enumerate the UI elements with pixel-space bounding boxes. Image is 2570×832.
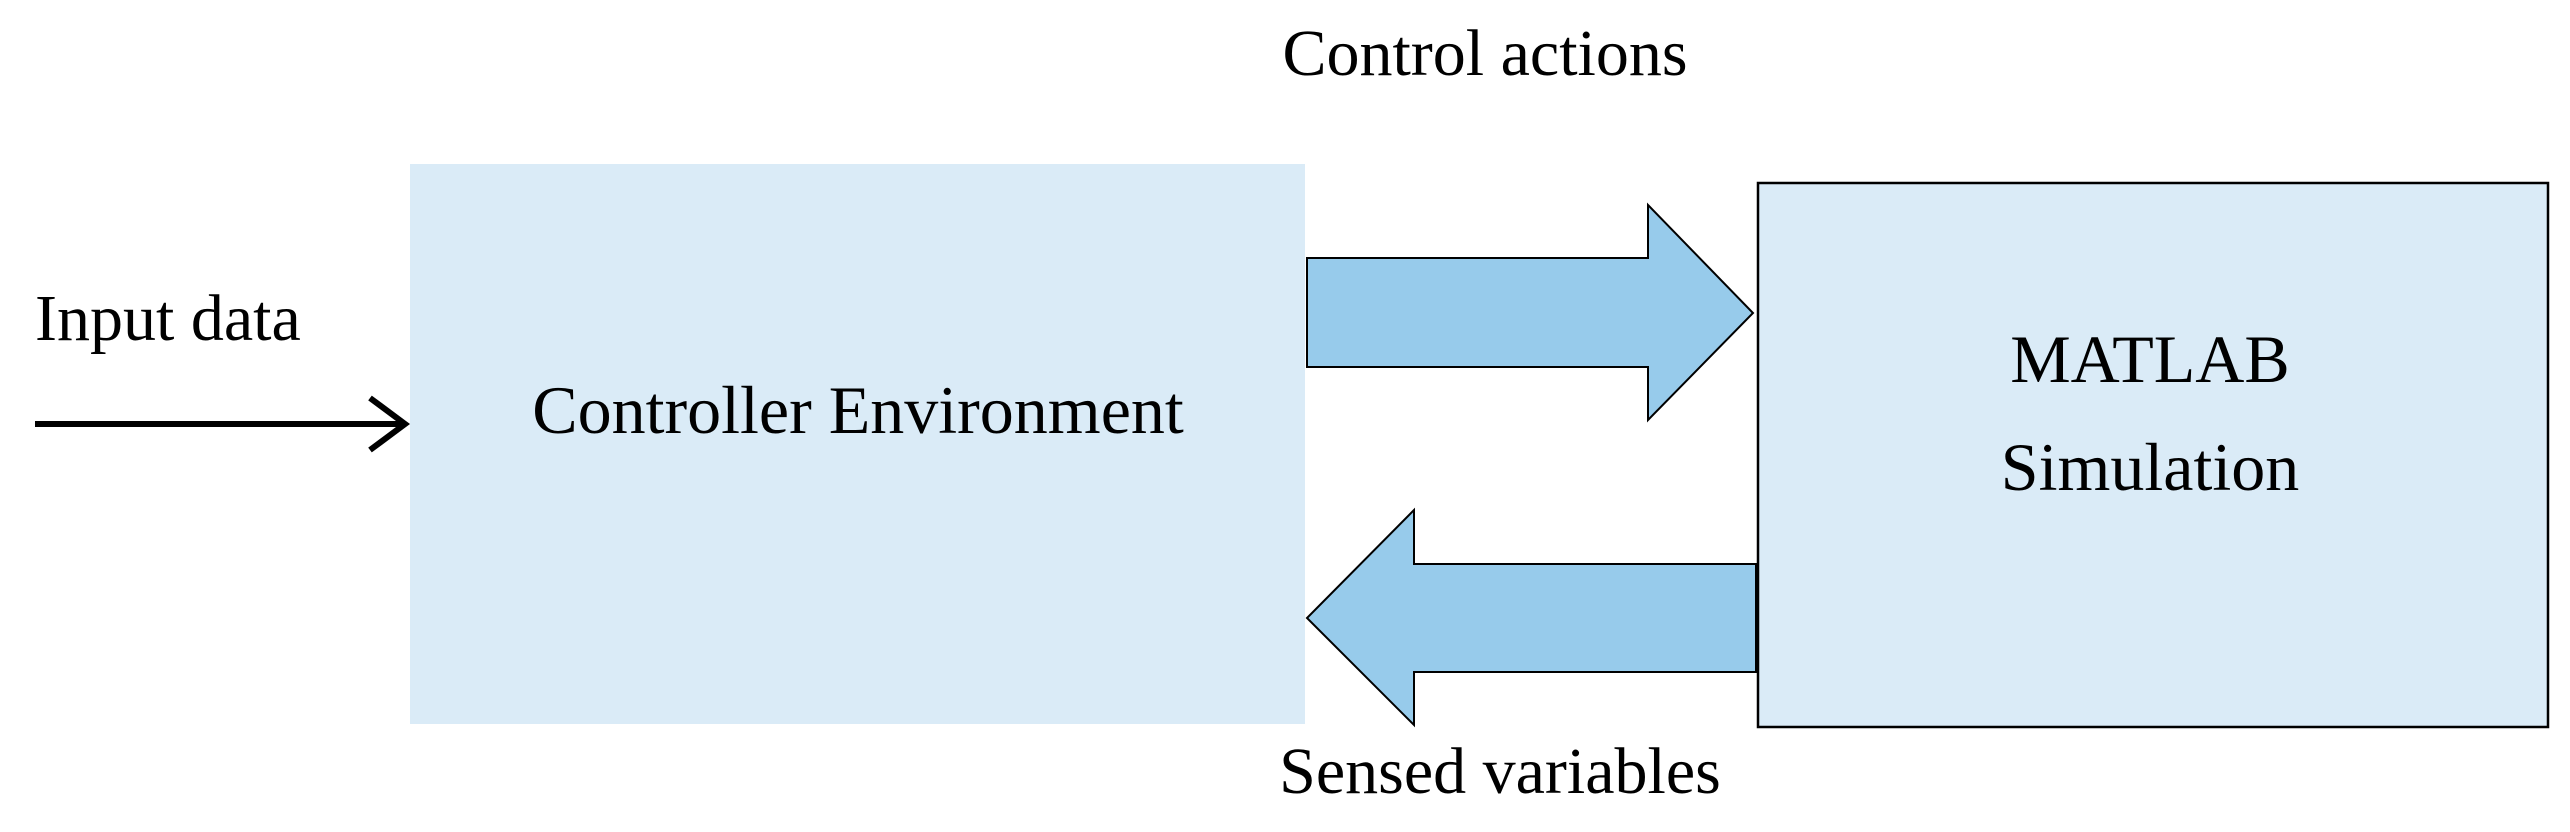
input-arrow-head xyxy=(368,395,411,453)
input-data-label: Input data xyxy=(35,282,301,355)
matlab-simulation-box xyxy=(1756,181,2550,729)
controller-environment-box xyxy=(410,164,1305,724)
simulation-label: Simulation xyxy=(2001,429,2299,505)
sensed-variables-arrow xyxy=(1305,507,1757,728)
controller-environment-label: Controller Environment xyxy=(532,372,1184,448)
control-actions-label: Control actions xyxy=(1282,17,1687,90)
control-actions-arrow xyxy=(1306,202,1755,423)
sensed-variables-label: Sensed variables xyxy=(1279,735,1721,808)
matlab-label: MATLAB xyxy=(2010,321,2290,397)
